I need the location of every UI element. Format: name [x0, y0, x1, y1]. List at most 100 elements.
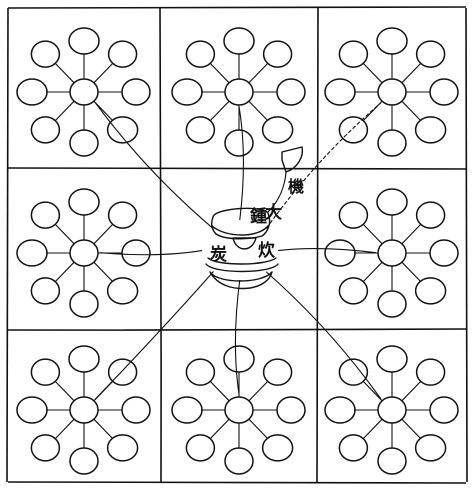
spoke-line: [55, 224, 74, 243]
spoke-line: [363, 224, 382, 243]
outer-node: [17, 79, 47, 105]
outer-node: [417, 41, 445, 67]
cell-cluster: [325, 346, 458, 474]
cell-cluster: [17, 346, 150, 474]
outer-node: [417, 202, 445, 228]
outer-node: [377, 189, 407, 215]
outer-node: [325, 397, 355, 423]
outer-node: [108, 435, 138, 461]
outer-node: [31, 359, 59, 385]
outer-node: [172, 397, 202, 423]
outer-node: [377, 346, 407, 372]
outer-node: [325, 79, 355, 105]
outer-node: [378, 448, 406, 474]
cell-hub-node: [378, 79, 406, 105]
outer-node: [339, 435, 367, 461]
outer-node: [377, 28, 407, 54]
spoke-line: [402, 101, 421, 120]
spoke-line: [94, 262, 113, 281]
spoke-line: [210, 381, 229, 400]
outer-node: [339, 202, 367, 228]
outer-node: [31, 41, 59, 67]
cell-hub-node: [378, 397, 406, 423]
grid-line-horizontal: [8, 329, 466, 330]
spoke-line: [210, 419, 229, 438]
spoke-line: [94, 224, 113, 243]
outer-node: [277, 79, 305, 105]
outer-node: [263, 435, 293, 461]
outer-node: [70, 448, 98, 474]
spoke-line: [363, 262, 382, 281]
cell-hub-node: [378, 240, 406, 266]
outer-node: [109, 41, 137, 67]
grid-line-vertical: [160, 8, 161, 482]
outer-node: [70, 291, 98, 317]
outer-node: [108, 117, 138, 143]
spoke-line: [210, 63, 229, 82]
connector-line: [278, 249, 376, 253]
connector-line: [239, 107, 243, 220]
cell-hub-node: [70, 240, 98, 266]
outer-node: [186, 117, 214, 143]
spoke-line: [363, 419, 382, 438]
spoke-line: [210, 101, 229, 120]
hub-vessel-bowl: [233, 238, 256, 249]
outer-node: [17, 397, 47, 423]
spoke-line: [402, 224, 421, 243]
outer-node: [416, 117, 446, 143]
outer-node: [186, 41, 214, 67]
outer-node: [225, 448, 253, 474]
outer-node: [325, 240, 355, 266]
spoke-line: [402, 262, 421, 281]
outer-node: [378, 291, 406, 317]
cell-cluster: [172, 28, 305, 156]
spoke-line: [249, 381, 268, 400]
cell-cluster: [325, 189, 458, 317]
outer-node: [339, 117, 367, 143]
outer-node: [224, 28, 254, 54]
outer-node: [122, 397, 150, 423]
hub-base-3: [210, 272, 272, 288]
outer-node: [186, 359, 214, 385]
cell-hub-node: [225, 79, 253, 105]
outer-node: [225, 130, 253, 156]
spoke-line: [55, 381, 74, 400]
grid-line-vertical: [317, 8, 318, 482]
connector-line: [95, 103, 213, 229]
grid-line-horizontal: [8, 168, 466, 169]
outer-node: [224, 346, 254, 372]
spoke-line: [402, 63, 421, 82]
spoke-line: [55, 63, 74, 82]
cell-cluster: [17, 189, 150, 317]
outer-node: [430, 79, 458, 105]
spoke-line: [249, 101, 268, 120]
outer-node: [122, 79, 150, 105]
outer-node: [339, 41, 367, 67]
spoke-line: [363, 63, 382, 82]
spoke-line: [402, 419, 421, 438]
outer-node: [122, 240, 150, 266]
cell-hub-node: [225, 397, 253, 423]
outer-node: [69, 189, 99, 215]
cell-cluster: [172, 346, 305, 474]
outer-node: [108, 278, 138, 304]
spoke-line: [55, 101, 74, 120]
outer-node: [70, 130, 98, 156]
hub-vessel-rim: [212, 226, 268, 235]
outer-node: [416, 278, 446, 304]
outer-node: [186, 435, 214, 461]
spoke-line: [55, 419, 74, 438]
outer-node: [417, 359, 445, 385]
outer-node: [430, 240, 458, 266]
outer-node: [31, 435, 59, 461]
spoke-line: [94, 63, 113, 82]
outer-node: [69, 28, 99, 54]
grid-line-vertical: [466, 8, 467, 482]
outer-node: [31, 117, 59, 143]
label-hanging-char: 機: [288, 177, 304, 196]
connector-lines: [95, 103, 381, 400]
outer-node: [17, 240, 47, 266]
outer-node: [277, 397, 305, 423]
label-top-right: 大: [265, 202, 282, 223]
